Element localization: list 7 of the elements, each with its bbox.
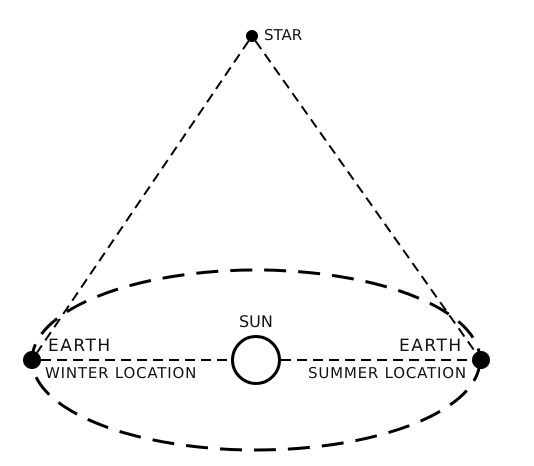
earth-label: EARTH [48, 338, 112, 355]
location-label: WINTER LOCATION [45, 366, 198, 381]
earth-label: EARTH [399, 338, 463, 355]
sightline [36, 40, 250, 354]
sun-label: SUN [239, 314, 273, 330]
star-label: STAR [264, 28, 302, 43]
location-label: SUMMER LOCATION [308, 366, 467, 381]
